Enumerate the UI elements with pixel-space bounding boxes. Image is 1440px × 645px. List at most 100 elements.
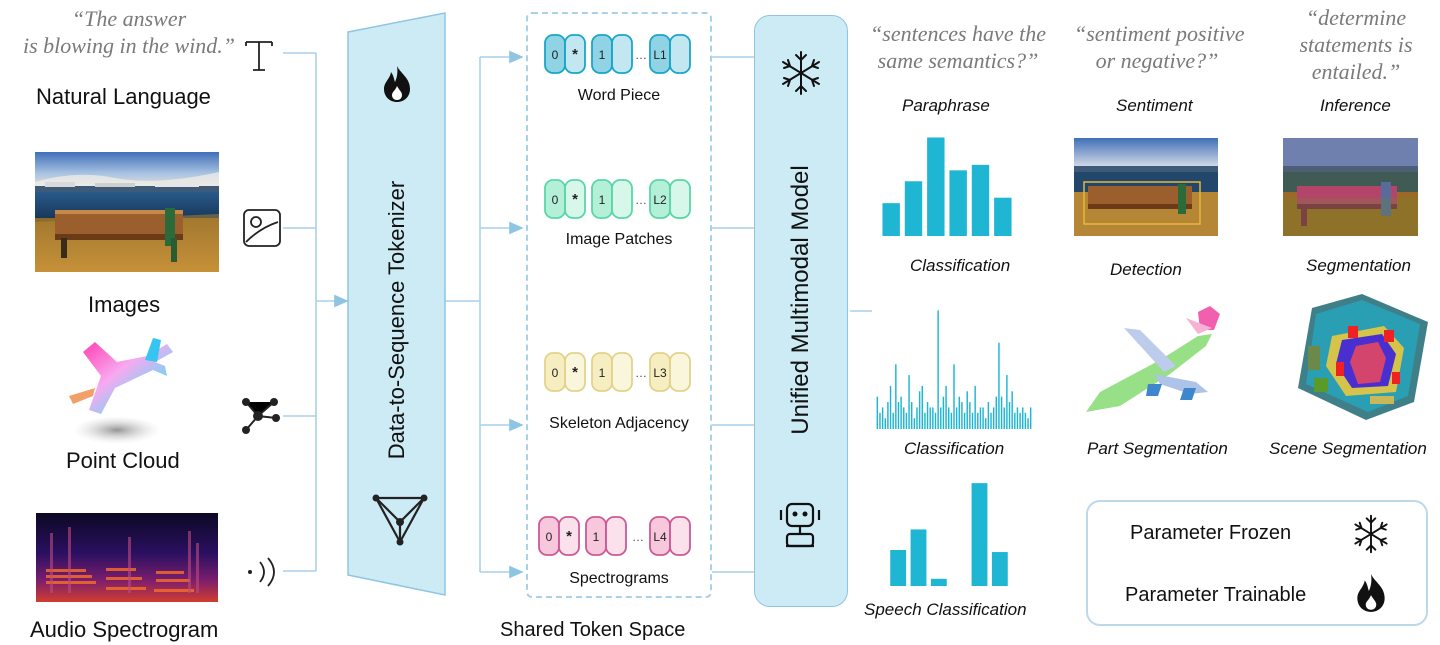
chart-bar	[930, 578, 947, 586]
robot-icon	[779, 502, 821, 548]
chart-bar	[1027, 418, 1029, 429]
chart-bar	[955, 407, 958, 429]
triangle-graph-icon	[372, 494, 428, 546]
token-label: 1	[599, 48, 606, 62]
chart-bar	[977, 412, 979, 429]
legend-frozen-label: Parameter Frozen	[1130, 522, 1292, 544]
pointcloud-classification-chart	[876, 310, 1032, 429]
audio-spectrogram-label: Audio Spectrogram	[30, 617, 219, 642]
natural-language-label: Natural Language	[36, 84, 211, 109]
chart-bar	[974, 385, 976, 429]
token-label: L2	[653, 193, 667, 207]
images-label: Images	[88, 292, 161, 317]
task-quote-inference-line2: statements is	[1299, 32, 1413, 57]
chart-bar	[892, 412, 894, 429]
chart-bar	[1000, 396, 1003, 429]
detection-label: Detection	[1110, 260, 1182, 279]
token-ellipsis: …	[635, 48, 647, 62]
unified-model-label-text: Unified Multimodal Model	[787, 165, 814, 435]
token-label: 0	[552, 366, 559, 380]
chart-bar	[908, 375, 910, 429]
chart-bar	[971, 483, 988, 586]
input-quote-line1: “The answer	[71, 6, 187, 31]
spectrogram-image	[36, 513, 218, 602]
chart-bar	[985, 418, 987, 429]
scene-segmentation-label: Scene Segmentation	[1269, 439, 1427, 458]
token-label: *	[572, 191, 578, 208]
task-quote-sentiment: “sentiment positive or negative?”	[1074, 20, 1245, 74]
paraphrase-bar-chart	[882, 137, 1012, 236]
token-ellipsis: …	[635, 193, 647, 207]
chart-bar	[966, 391, 968, 429]
task-quote-sentiment-line2: or negative?”	[1095, 48, 1219, 73]
task-quote-inference: “determine statements is entailed.”	[1294, 4, 1418, 85]
chart-bar	[963, 412, 966, 429]
token-label: L4	[653, 530, 667, 544]
audio-icon	[248, 557, 275, 587]
legend-trainable-label: Parameter Trainable	[1125, 584, 1307, 606]
chart-bar	[1029, 407, 1032, 429]
chart-bar	[971, 412, 974, 429]
token-pill	[564, 352, 586, 392]
token-ellipsis: …	[632, 530, 644, 544]
token-label: 0	[552, 48, 559, 62]
token-pill	[669, 352, 691, 392]
paraphrase-label: Paraphrase	[902, 96, 990, 115]
task-quote-sentiment-line1: “sentiment positive	[1074, 21, 1245, 46]
task-quote-paraphrase-line1: “sentences have the	[870, 21, 1046, 46]
chart-bar	[897, 402, 900, 429]
token-pill	[564, 179, 586, 219]
inference-label: Inference	[1320, 96, 1391, 115]
tokenizer-trapezoid	[347, 12, 446, 596]
token-label: *	[572, 46, 578, 63]
task-quote-paraphrase: “sentences have the same semantics?”	[862, 20, 1054, 74]
token-label: *	[566, 528, 572, 545]
chart-bar	[889, 385, 892, 429]
token-pill	[558, 516, 580, 556]
chart-bar	[1003, 407, 1005, 429]
image-icon	[243, 209, 281, 247]
chart-bar	[1019, 412, 1021, 429]
chart-bar	[1024, 412, 1027, 429]
chart-bar	[929, 407, 931, 429]
graph-icon	[242, 398, 280, 434]
chart-bar	[900, 396, 902, 429]
chart-bar	[926, 402, 929, 429]
part-segmentation-image	[1086, 306, 1220, 412]
tokenizer-label-text: Data-to-Sequence Tokenizer	[384, 180, 409, 460]
token-label: 1	[599, 193, 606, 207]
chart-bar	[995, 396, 998, 429]
spectrograms-label: Spectrograms	[569, 570, 669, 587]
chart-bar	[990, 412, 992, 429]
chart-bar	[881, 407, 884, 429]
chart-bar	[910, 402, 913, 429]
chart-bar	[927, 137, 945, 236]
token-pill	[605, 516, 627, 556]
classification-label-1: Classification	[910, 256, 1011, 275]
text-icon	[245, 41, 273, 71]
chart-bar	[992, 407, 995, 429]
token-ellipsis: …	[635, 366, 647, 380]
task-quote-inference-line3: entailed.”	[1311, 59, 1401, 84]
chart-bar	[918, 391, 921, 429]
chart-bar	[916, 407, 918, 429]
point-cloud-image	[69, 338, 173, 444]
speech-classification-chart	[890, 483, 1008, 586]
chart-bar	[887, 402, 889, 429]
token-label: 0	[552, 193, 559, 207]
chart-bar	[949, 170, 967, 236]
chart-bar	[971, 164, 990, 236]
token-pill	[669, 179, 691, 219]
bench-image	[35, 152, 219, 272]
token-pill	[611, 179, 633, 219]
chart-bar	[921, 385, 923, 429]
word-piece-label: Word Piece	[577, 87, 661, 104]
chart-bar	[969, 402, 971, 429]
token-pill	[669, 34, 691, 74]
chart-bar	[1008, 402, 1011, 429]
image-patches-label: Image Patches	[565, 231, 673, 248]
task-quote-inference-line1: “determine	[1305, 5, 1407, 30]
